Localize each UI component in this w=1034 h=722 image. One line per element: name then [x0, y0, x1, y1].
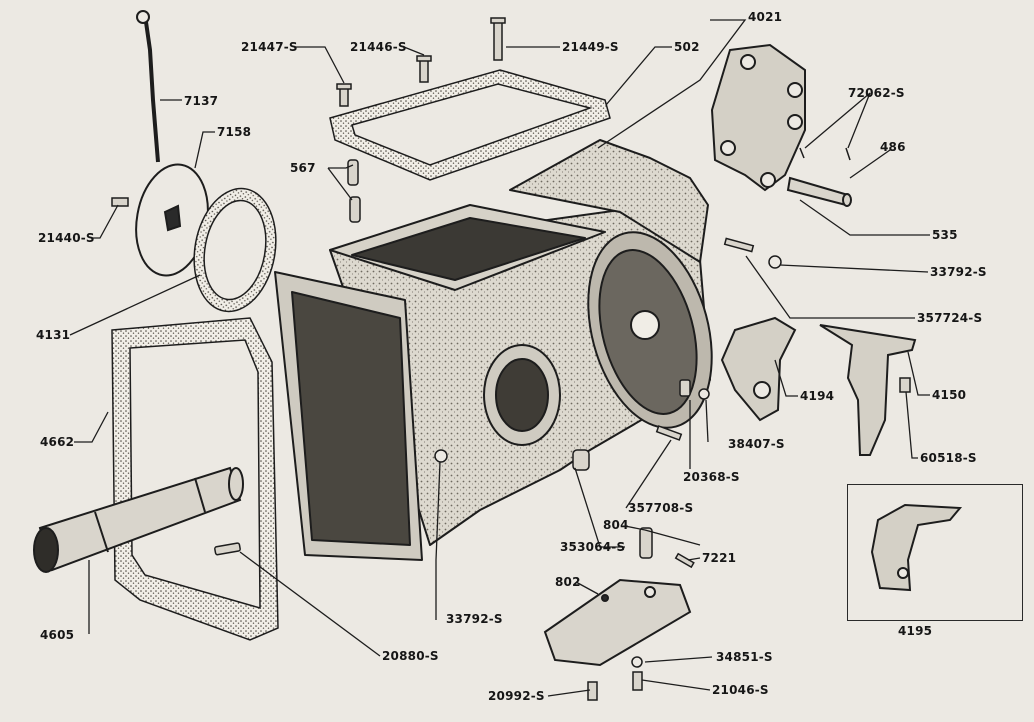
label-20992-s: 20992-S [488, 689, 545, 703]
label-21447-s: 21447-S [241, 40, 298, 54]
label-7137: 7137 [184, 94, 219, 108]
label-33792-s-lower: 33792-S [446, 612, 503, 626]
label-20368-s: 20368-S [683, 470, 740, 484]
splined-shaft [33, 466, 244, 573]
label-21449-s: 21449-S [562, 40, 619, 54]
label-21446-s: 21446-S [350, 40, 407, 54]
mounting-plate [543, 578, 692, 667]
leader-lines [69, 19, 930, 697]
label-21046-s: 21046-S [712, 683, 769, 697]
label-567: 567 [290, 161, 316, 175]
dipstick [136, 10, 160, 163]
label-4131: 4131 [36, 328, 71, 342]
label-535: 535 [932, 228, 958, 242]
label-33792-s-upper: 33792-S [930, 265, 987, 279]
label-502: 502 [674, 40, 700, 54]
top-bolts [111, 17, 506, 207]
label-357708-s: 357708-S [628, 501, 694, 515]
label-34851-s: 34851-S [716, 650, 773, 664]
label-7158: 7158 [217, 125, 252, 139]
top-cover-gasket [329, 69, 611, 181]
label-72062-s: 72062-S [848, 86, 905, 100]
shift-bracket [710, 43, 806, 192]
inset-frame [847, 484, 1023, 621]
label-353064-s: 353064-S [560, 540, 626, 554]
shaft-pin [786, 176, 852, 207]
label-4195: 4195 [898, 624, 933, 638]
label-4605: 4605 [40, 628, 75, 642]
transmission-case [274, 139, 713, 561]
label-4662: 4662 [40, 435, 75, 449]
inset-fork-drawing [870, 503, 963, 592]
round-gasket [193, 187, 277, 313]
shift-fork-4194 [720, 316, 797, 422]
label-802: 802 [555, 575, 581, 589]
label-4194: 4194 [800, 389, 835, 403]
label-804: 804 [603, 518, 629, 532]
label-38407-s: 38407-S [728, 437, 785, 451]
label-7221: 7221 [702, 551, 737, 565]
shift-fork-4150 [819, 324, 917, 456]
label-357724-s: 357724-S [917, 311, 983, 325]
label-20880-s: 20880-S [382, 649, 439, 663]
dowel-pins [347, 159, 361, 223]
label-486: 486 [880, 140, 906, 154]
label-21440-s: 21440-S [38, 231, 95, 245]
label-4150: 4150 [932, 388, 967, 402]
label-60518-s: 60518-S [920, 451, 977, 465]
small-hardware [214, 147, 911, 701]
label-4021: 4021 [748, 10, 783, 24]
